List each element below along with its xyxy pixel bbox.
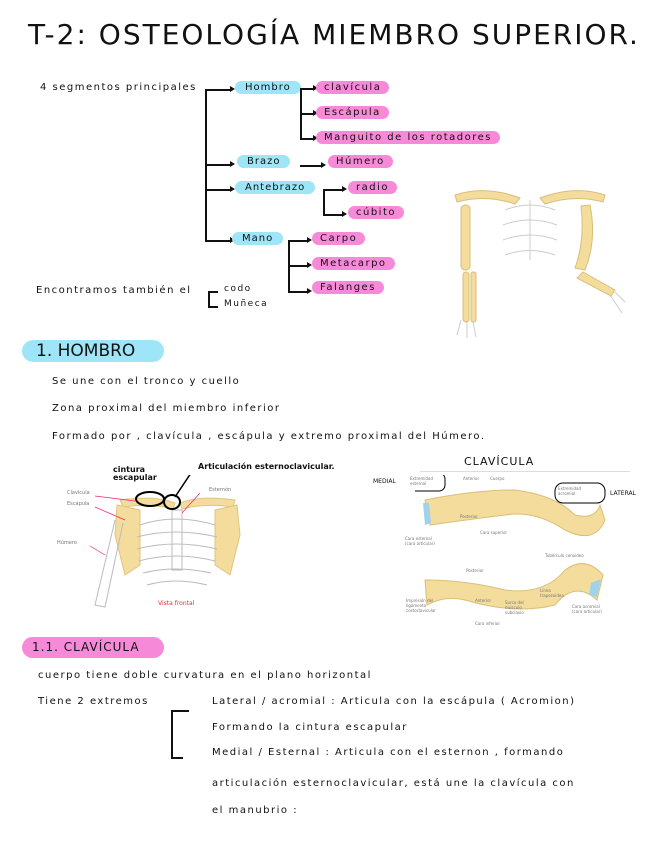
child-humero: Húmero (328, 155, 393, 168)
label-posterior: Posterior (460, 514, 478, 519)
tree-root: 4 segmentos principales (40, 82, 197, 93)
arrow (205, 237, 235, 243)
connector (323, 189, 325, 215)
thorax-image (89, 475, 241, 608)
segment-hombro: Hombro (235, 81, 301, 94)
child-clavicula: clavícula (316, 81, 390, 94)
extreme-medial-3: el manubrio : (212, 805, 299, 816)
label-humero: Húmero (57, 540, 77, 546)
clavicle-image (415, 475, 606, 610)
extreme-lateral-1: Lateral / acromial : Articula con la esc… (212, 696, 576, 707)
caption-vista-frontal: Vista frontal (158, 600, 195, 607)
connector (208, 306, 218, 308)
label-linea-trapezoidea: Línea trapezoidea (540, 588, 564, 598)
label-escapula: Escápula (67, 501, 90, 507)
section-heading-hombro: 1. HOMBRO (22, 340, 164, 362)
bracket-line (171, 710, 189, 712)
label-impresion: Impresión del ligamento costoclavicular (406, 598, 436, 613)
label-posterior-2: Posterior (466, 568, 484, 573)
extreme-medial-1: Medial / Esternal : Articula con el este… (212, 747, 565, 758)
hombro-line-2: Zona proximal del miembro inferior (52, 403, 281, 414)
clavicula-line-1: cuerpo tiene doble curvatura en el plano… (38, 670, 372, 681)
also-label: Encontramos también el (36, 285, 192, 296)
child-cubito: cúbito (348, 206, 405, 219)
page-title: T-2: OSTEOLOGÍA MIEMBRO SUPERIOR. (28, 18, 640, 51)
child-metacarpo: Metacarpo (312, 257, 395, 270)
annotation-medial: MEDIAL (373, 478, 396, 485)
upper-limb-skeleton-image (454, 190, 626, 338)
child-carpo: Carpo (312, 232, 366, 245)
extremes-label: Tiene 2 extremos (38, 696, 149, 707)
segment-brazo: Brazo (237, 155, 291, 168)
label-cara-esternal: Cara esternal (cara articular) (405, 536, 435, 546)
arrow (288, 288, 312, 294)
arrow (300, 110, 318, 116)
arrow (205, 186, 235, 192)
section-heading-clavicula: 1.1. CLAVÍCULA (22, 637, 164, 658)
clavicle-heading: CLAVÍCULA (464, 455, 535, 468)
annotation-lateral: LATERAL (610, 490, 636, 497)
bracket-line (171, 757, 183, 759)
arrow (288, 262, 312, 268)
child-radio: radio (348, 181, 397, 194)
arrow (300, 85, 318, 91)
hombro-line-1: Se une con el tronco y cuello (52, 376, 241, 387)
also-muneca: Muñeca (224, 299, 269, 309)
extreme-medial-2: articulación esternoclavicular, está une… (212, 778, 575, 789)
arrow (288, 237, 312, 243)
also-codo: codo (224, 284, 252, 294)
label-extremidad-esternal: Extremidad esternal (410, 476, 434, 486)
segment-antebrazo: Antebrazo (235, 181, 316, 194)
annotation-articulacion: Articulación esternoclavicular. (198, 462, 335, 471)
hombro-line-3: Formado por , clavícula , escápula y ext… (52, 431, 486, 442)
label-cuerpo: Cuerpo (490, 476, 505, 481)
arrow (323, 186, 347, 192)
arrow (300, 135, 318, 141)
child-escapula: Escápula (316, 106, 389, 119)
arrow (323, 211, 347, 217)
arrow (205, 161, 235, 167)
label-surco: Surco del músculo subclavio (505, 600, 524, 615)
segment-mano: Mano (232, 232, 284, 245)
extreme-lateral-2: Formando la cintura escapular (212, 722, 408, 733)
annotation-cintura: cintura escapular (113, 465, 157, 482)
label-cara-superior: Cara superior (480, 530, 508, 535)
label-extremidad-acromial: Extremidad acromial (558, 486, 582, 496)
connector (208, 291, 218, 293)
connector (208, 291, 210, 307)
label-esternon: Esternón (209, 487, 232, 493)
label-tuberculo-conoideo: Tubérculo conoideo (545, 553, 584, 558)
arrow (205, 86, 235, 92)
divider (420, 471, 630, 472)
label-anterior: Anterior (463, 476, 480, 481)
label-anterior-2: Anterior (475, 598, 492, 603)
label-clavicula: Clavícula (67, 490, 90, 496)
arrow (300, 162, 326, 168)
bracket-line (171, 710, 173, 758)
label-cara-acromial: Cara acromial (cara articular) (572, 604, 602, 614)
child-falanges: Falanges (312, 281, 384, 294)
label-cara-inferior: Cara inferior (475, 621, 500, 626)
child-manguito: Manguito de los rotadores (316, 131, 501, 144)
